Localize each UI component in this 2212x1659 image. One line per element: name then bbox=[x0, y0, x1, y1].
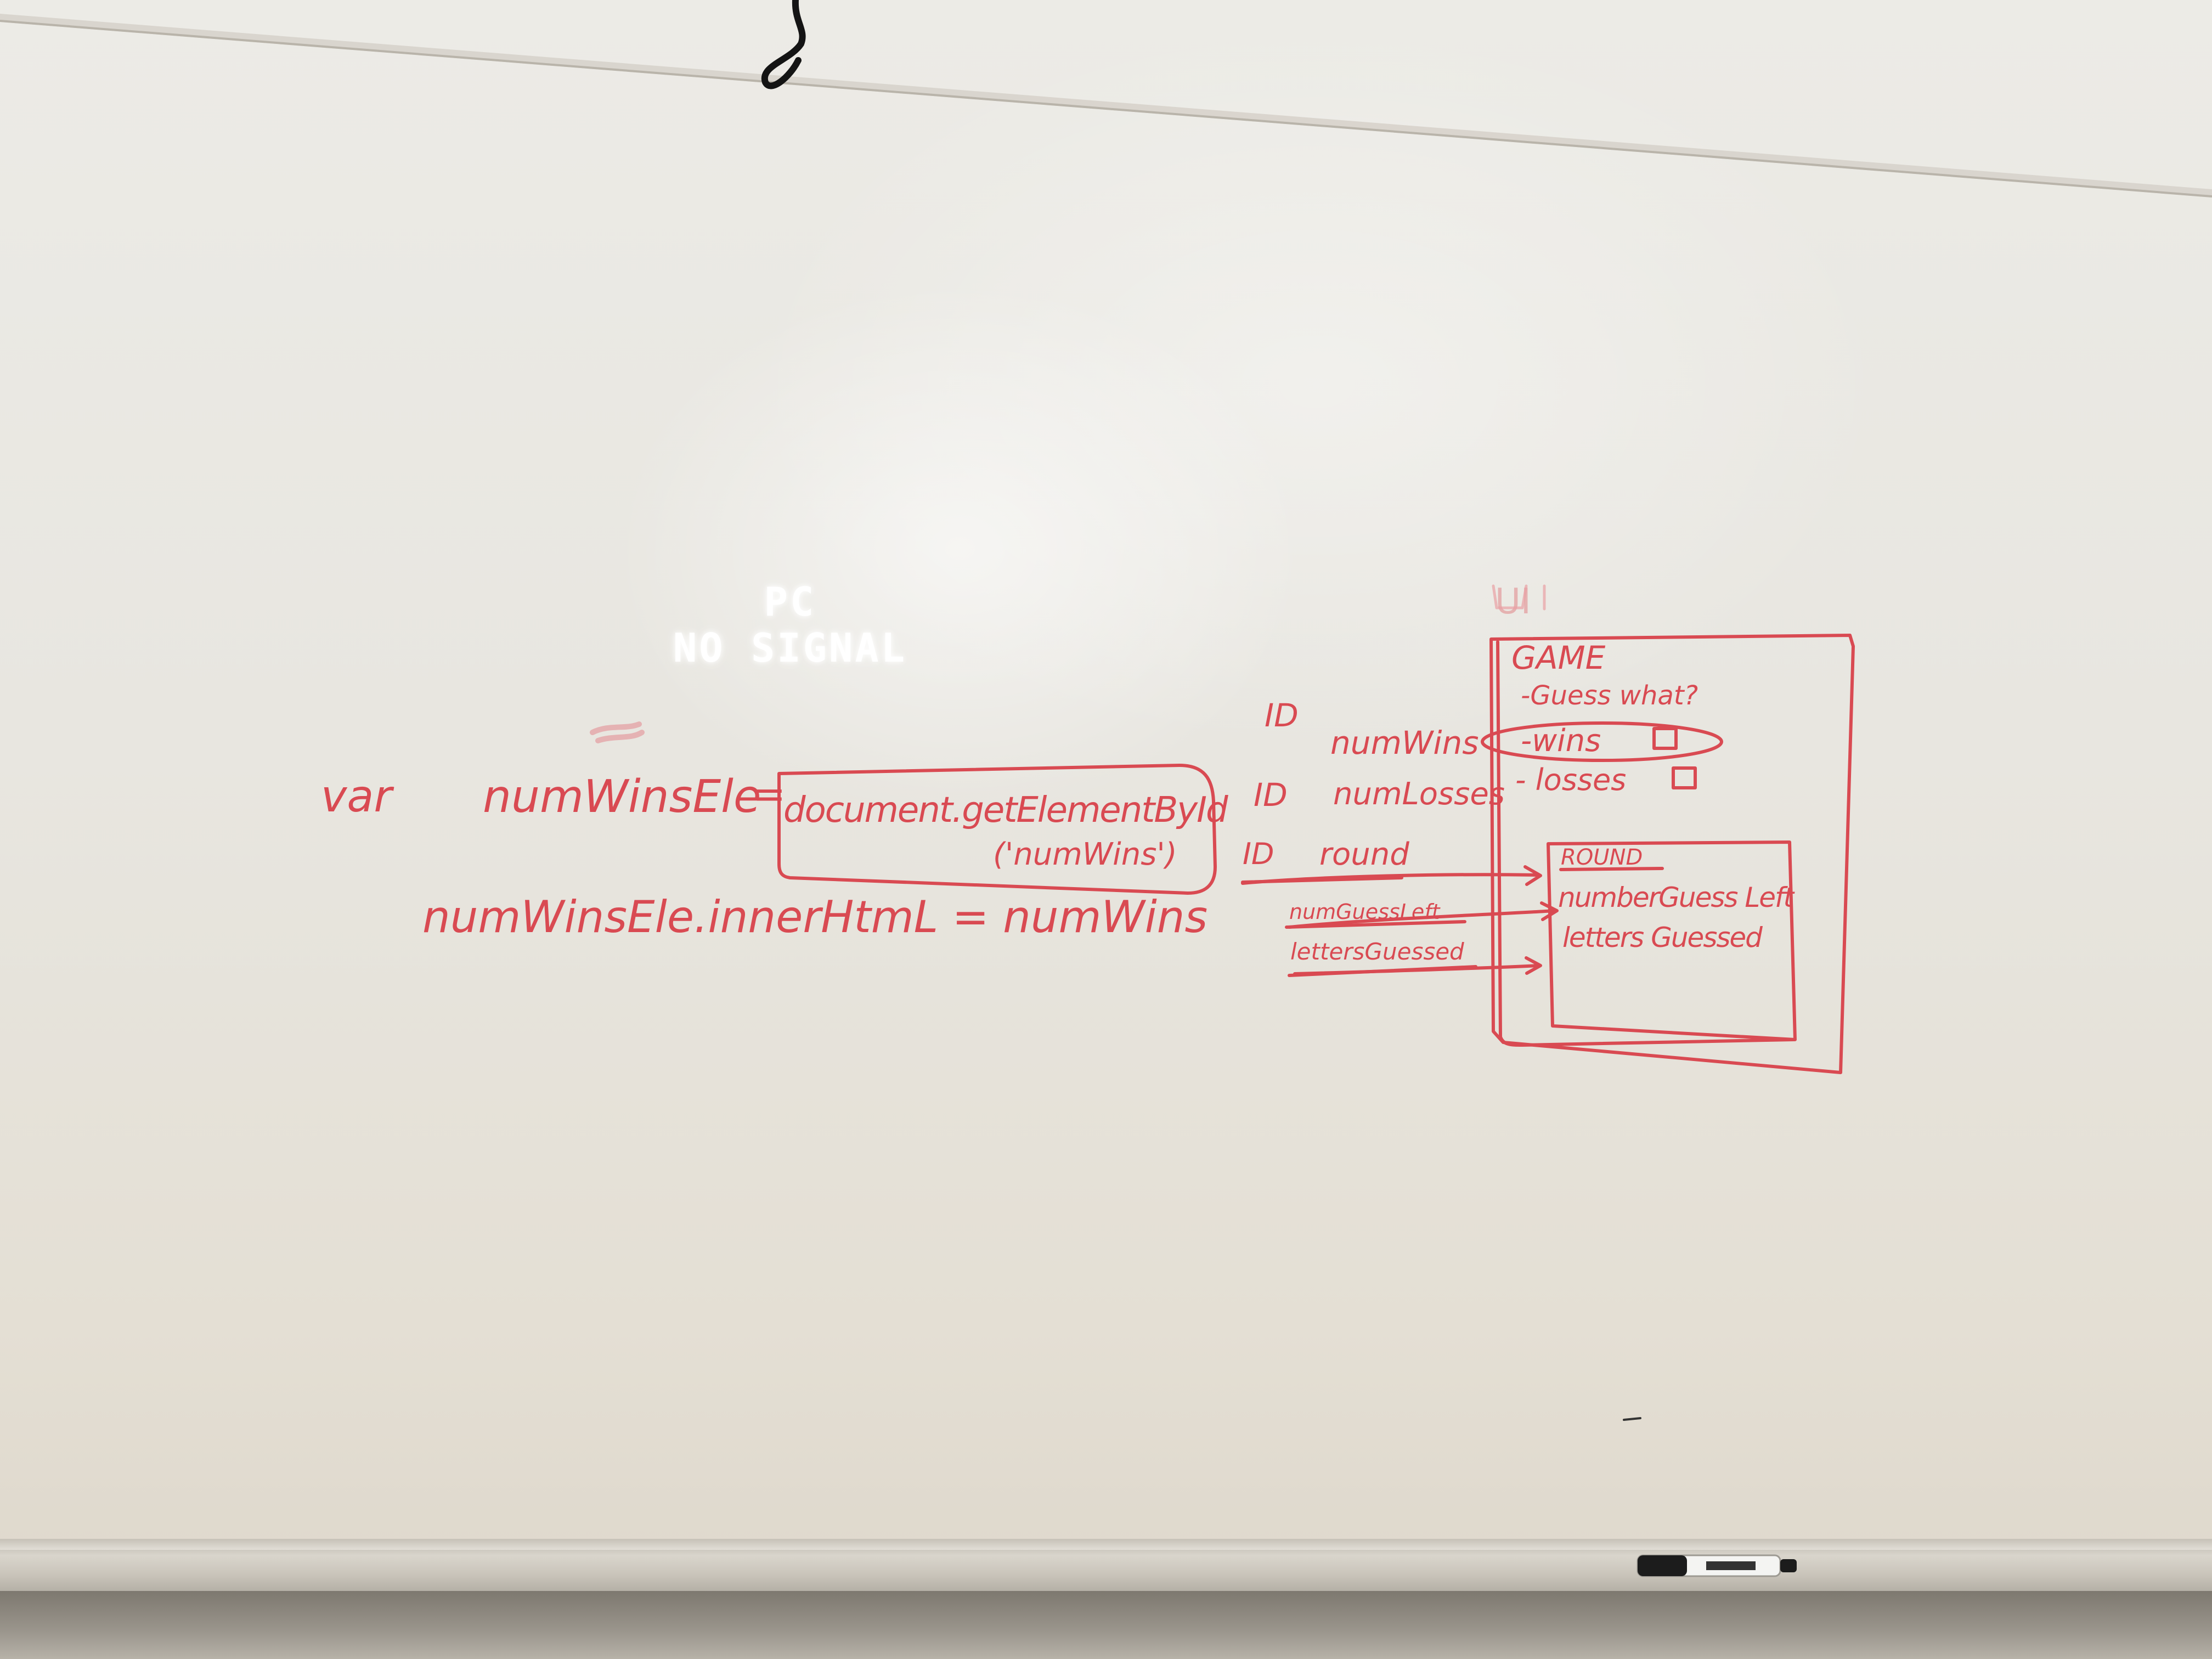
id-label-1: ID bbox=[1265, 697, 1299, 734]
inner-html-assignment: numWinsEle.innerHtmL = numWins bbox=[422, 891, 1208, 943]
round-item-lettersguessed: letters Guessed bbox=[1562, 922, 1763, 953]
round-title-underline bbox=[1559, 867, 1664, 871]
projector-line-pc: PC bbox=[764, 579, 816, 625]
arrow-numguessleft bbox=[1288, 901, 1559, 929]
var-keyword: var bbox=[321, 771, 392, 822]
round-title: ROUND bbox=[1561, 845, 1643, 870]
round-item-numberguessleft: numberGuess Left bbox=[1558, 882, 1794, 913]
tray-front bbox=[0, 1591, 2212, 1659]
top-rail bbox=[0, 0, 2212, 198]
game-item-guess: -Guess what? bbox=[1521, 680, 1699, 711]
wins-checkbox-icon bbox=[1652, 727, 1678, 750]
id-label-3: ID bbox=[1243, 837, 1274, 871]
arrow-round bbox=[1241, 865, 1542, 886]
tray-lip bbox=[0, 1539, 2212, 1550]
get-element-call: document.getElementById bbox=[783, 790, 1228, 831]
id-name-round: round bbox=[1319, 837, 1409, 872]
wins-ellipse bbox=[1481, 721, 1723, 762]
game-item-wins: -wins bbox=[1521, 723, 1601, 759]
id-name-numwins: numWins bbox=[1330, 724, 1479, 761]
var-lettersguessed: lettersGuessed bbox=[1290, 938, 1464, 965]
ui-outer-box bbox=[1489, 634, 1855, 1074]
id-label-2: ID bbox=[1254, 776, 1288, 814]
projector-message: PC NO SIGNAL bbox=[625, 579, 955, 689]
game-title: GAME bbox=[1511, 639, 1606, 676]
id-name-numlosses: numLosses bbox=[1333, 776, 1505, 812]
ink-smudge bbox=[590, 721, 645, 743]
losses-checkbox-icon bbox=[1672, 766, 1697, 789]
get-element-argument: ('numWins') bbox=[993, 837, 1177, 872]
projector-line-no-signal: NO SIGNAL bbox=[673, 625, 907, 671]
arrow-lettersguessed bbox=[1293, 956, 1542, 975]
round-box bbox=[1547, 840, 1797, 1041]
hanging-cord-icon bbox=[761, 0, 806, 89]
call-box bbox=[777, 764, 1217, 895]
game-item-losses: - losses bbox=[1515, 763, 1627, 797]
variable-name: numWinsEle bbox=[483, 771, 761, 823]
game-inner-box bbox=[1496, 640, 1796, 1047]
